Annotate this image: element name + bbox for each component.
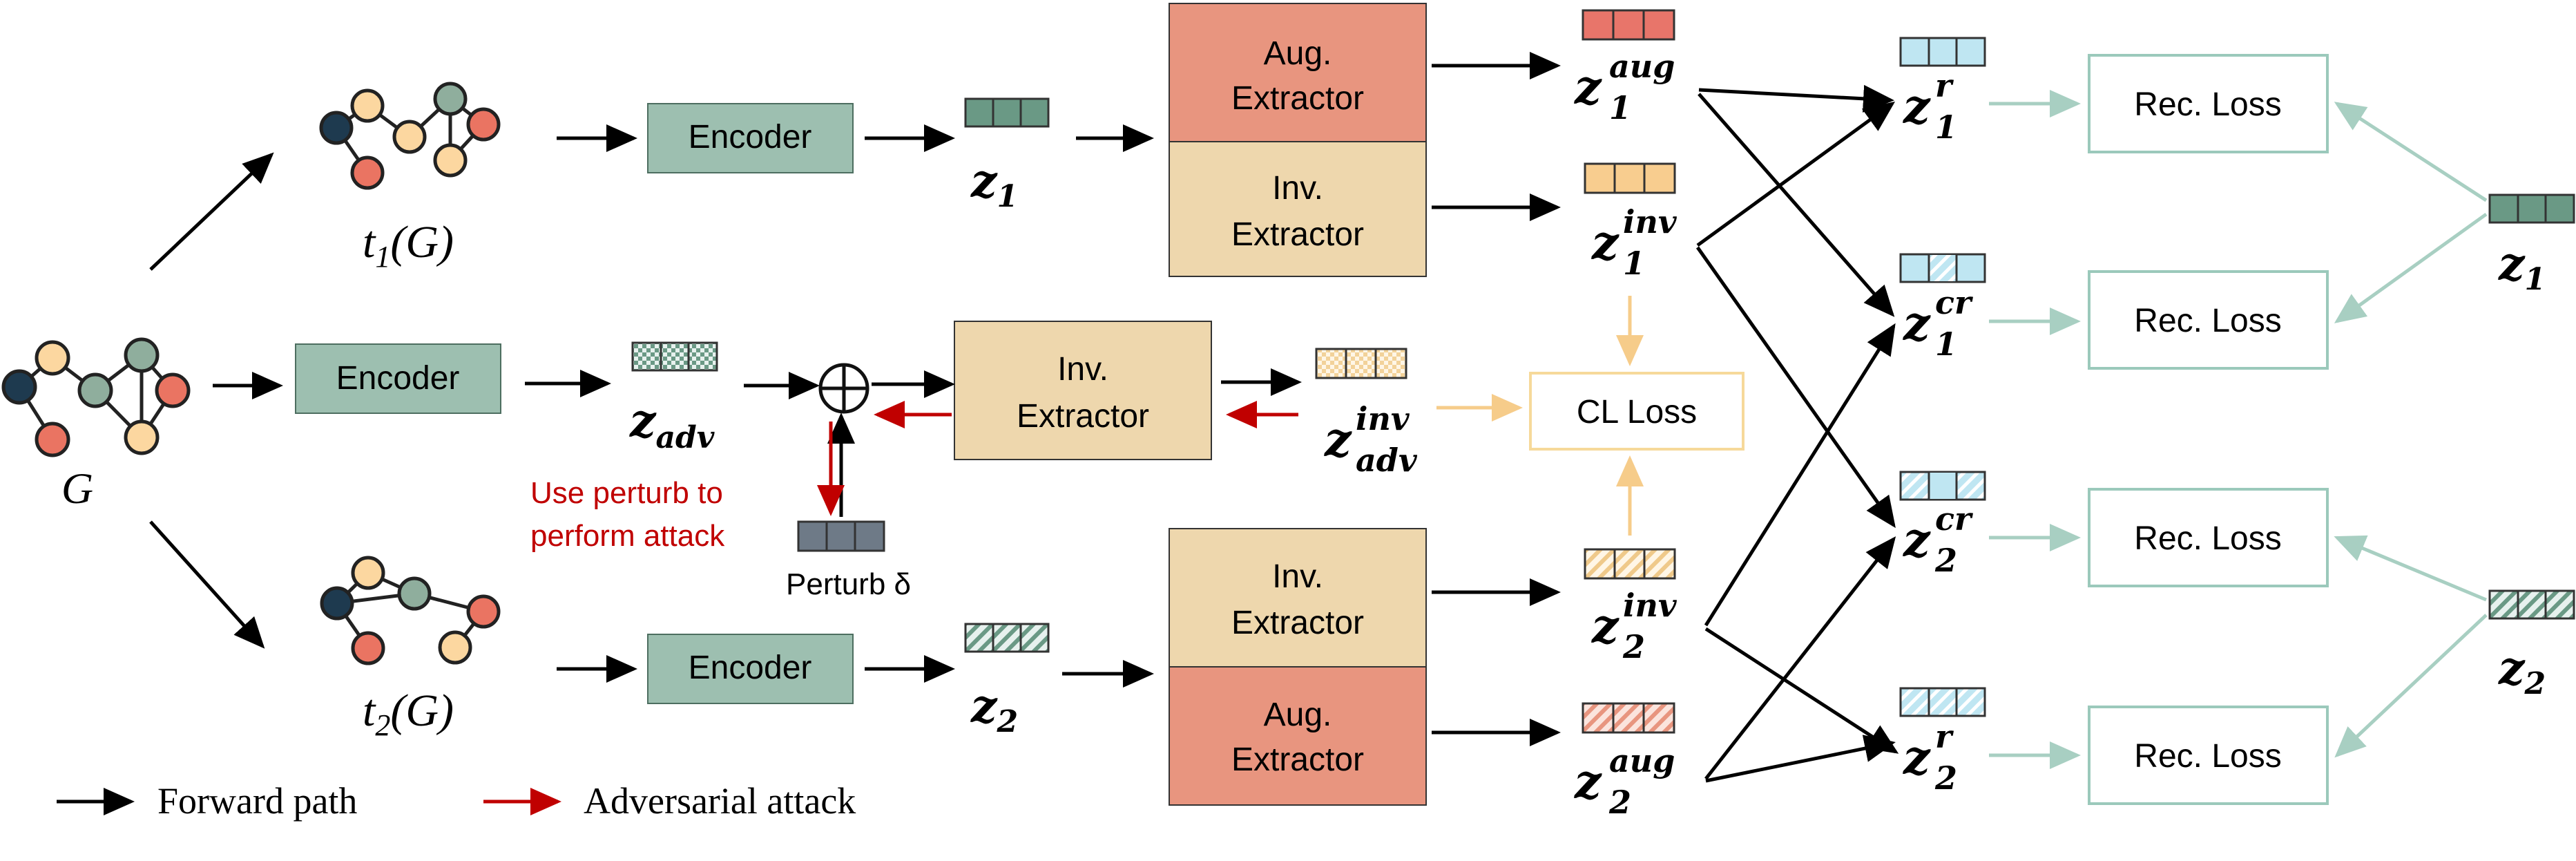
vector-z1-inv — [1584, 162, 1676, 194]
vector-z2-aug — [1582, 702, 1675, 734]
vector-z2-right — [2488, 589, 2575, 620]
vector-z1-right — [2488, 193, 2575, 224]
label-z-adv: zadv — [629, 394, 715, 455]
label-z2-aug: z aug 2 — [1574, 728, 1691, 821]
svg-text:Extractor: Extractor — [1017, 398, 1149, 435]
attack-note-line1: Use perturb to — [530, 476, 723, 510]
rec-arrows — [1989, 90, 2488, 769]
vector-z-adv-inv — [1315, 348, 1407, 379]
label-z1-right: z1 — [2498, 237, 2546, 297]
svg-text:Encoder: Encoder — [689, 119, 812, 155]
label-z1-cr: z cr 1 — [1903, 270, 1988, 363]
graph-t2 — [320, 556, 501, 665]
svg-text:Inv.: Inv. — [1272, 170, 1323, 207]
aug-extractor-bottom: Aug. Extractor — [1169, 666, 1427, 806]
svg-text:Aug.: Aug. — [1264, 35, 1332, 72]
label-G: G — [61, 464, 93, 513]
svg-text:Encoder: Encoder — [689, 650, 812, 686]
label-z2-cr: z cr 2 — [1903, 486, 1988, 579]
vector-z1-cr — [1899, 253, 1986, 283]
svg-text:Rec. Loss: Rec. Loss — [2134, 520, 2281, 557]
graph-G — [1, 337, 191, 457]
rec-loss-box-2: Rec. Loss — [2088, 270, 2329, 370]
cl-arrows — [1436, 296, 1644, 536]
inv-extractor-bottom: Inv. Extractor — [1169, 528, 1427, 668]
attack-note-line2: perform attack — [530, 519, 725, 553]
label-z2: z2 — [970, 679, 1018, 739]
vector-z1-r — [1899, 37, 1986, 67]
label-z1-aug: z aug 1 — [1574, 34, 1691, 126]
vector-perturb — [797, 520, 885, 552]
vector-z2-inv — [1584, 548, 1676, 580]
label-z1: z1 — [970, 154, 1018, 214]
label-t1G: t1(G) — [363, 217, 454, 274]
graph-t1 — [319, 82, 501, 190]
vector-z2-r — [1899, 687, 1986, 717]
encoder-top: Encoder — [647, 103, 854, 173]
svg-text:Encoder: Encoder — [336, 360, 460, 397]
perturb-label: Perturb δ — [786, 567, 911, 601]
rec-loss-box-4: Rec. Loss — [2088, 706, 2329, 805]
rec-loss-box-3: Rec. Loss — [2088, 488, 2329, 587]
svg-text:Extractor: Extractor — [1231, 605, 1364, 641]
vector-z2-cr — [1899, 471, 1986, 501]
cl-loss-box: CL Loss — [1529, 372, 1744, 451]
svg-text:Extractor: Extractor — [1231, 741, 1364, 778]
label-z2-right: z2 — [2498, 641, 2546, 701]
inv-extractor-top: Inv. Extractor — [1169, 141, 1427, 277]
rec-loss-box-1: Rec. Loss — [2088, 54, 2329, 153]
add-node — [818, 363, 869, 414]
encoder-middle: Encoder — [295, 343, 501, 414]
encoder-bottom: Encoder — [647, 634, 854, 704]
svg-text:Rec. Loss: Rec. Loss — [2134, 303, 2281, 339]
svg-text:Inv.: Inv. — [1272, 558, 1323, 595]
legend-adversarial-label: Adversarial attack — [584, 780, 856, 822]
svg-text:Rec. Loss: Rec. Loss — [2134, 86, 2281, 123]
forward-arrows — [149, 52, 1899, 783]
inv-extractor-middle: Inv. Extractor — [954, 321, 1212, 460]
vector-z1-aug — [1582, 9, 1675, 41]
svg-text:Extractor: Extractor — [1231, 80, 1364, 117]
aug-extractor-top: Aug. Extractor — [1169, 3, 1427, 142]
label-z2-inv: z inv 2 — [1591, 573, 1693, 665]
svg-text:Inv.: Inv. — [1057, 351, 1108, 388]
label-z-adv-inv: z inv adv — [1324, 386, 1425, 479]
label-z1-r: z r 1 — [1903, 53, 1968, 146]
legend-forward-label: Forward path — [157, 780, 357, 822]
svg-text:Rec. Loss: Rec. Loss — [2134, 738, 2281, 775]
label-z1-inv: z inv 1 — [1591, 189, 1693, 282]
svg-text:Aug.: Aug. — [1264, 697, 1332, 733]
legend: Forward path Adversarial attack — [57, 780, 856, 822]
label-t2G: t2(G) — [363, 685, 454, 742]
svg-text:Extractor: Extractor — [1231, 216, 1364, 253]
vector-z1 — [964, 97, 1050, 128]
svg-text:CL Loss: CL Loss — [1577, 394, 1697, 430]
label-z2-r: z r 2 — [1903, 704, 1968, 797]
vector-z2 — [964, 623, 1050, 653]
vector-z-adv — [631, 341, 718, 372]
adversarial-arrows — [817, 401, 1298, 516]
